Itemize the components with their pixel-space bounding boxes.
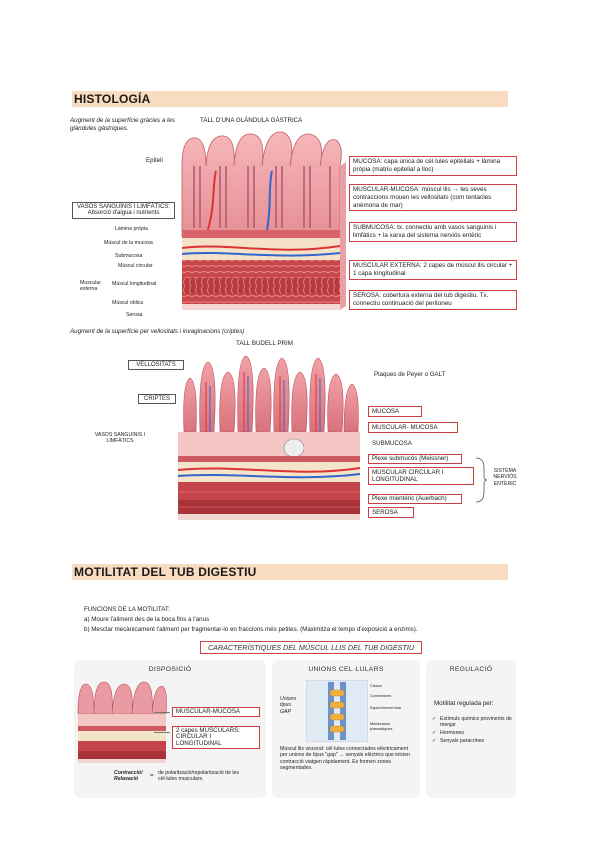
card-unions-title: UNIONS CEL·LULARS [308, 666, 384, 673]
card-disposicio-title: DISPOSICIÓ [148, 666, 192, 673]
label-muscular-mucosa-box: MUSCULAR- MUCOSA [368, 422, 458, 433]
vellositats-box: VELLOSITATS [128, 360, 184, 370]
regulacio-item-1: Estímuls químics provinents de menjar [440, 716, 512, 729]
card-disposicio: DISPOSICIÓ MUSCULAR-MUCOSA 2 capes MUSCU… [74, 660, 266, 798]
sne-brace-icon [475, 457, 488, 503]
layer-muscular-mucosa: MUSCULAR-MUCOSA: múscul llis → les seves… [349, 184, 517, 212]
label-auerbach: Plexe mientèric (Auerbach) [368, 494, 462, 505]
label-muscul-longitudinal: Múscul longitudinal [112, 281, 157, 287]
disposicio-illustration [77, 681, 167, 763]
card-regulacio: REGULACIÓ Motilitat regulada per: ✓ Estí… [426, 660, 516, 798]
label-muscul-oblicu: Múscul oblicu [112, 300, 144, 306]
contraccio-desc: de polarització/repolarització de les cè… [158, 770, 240, 783]
diagram-label-membranes: Membranes plasmàtiques [370, 722, 393, 731]
histologia-bar [72, 91, 508, 107]
contraccio-equals-icon: = [150, 772, 154, 779]
card-regulacio-title: REGULACIÓ [449, 666, 493, 673]
label-muscul-circular: Múscul circular [118, 263, 153, 269]
intestine-title: TALL BUDELL PRIM [236, 340, 293, 347]
criptes-box: CRIPTES [138, 394, 176, 404]
label-muscular-mucosa-card: MUSCULAR-MUCOSA [172, 707, 260, 718]
label-muscul-mucosa: Múscul de la mucosa [104, 240, 153, 246]
label-muscular-circ-box: MUSCULAR CIRCULAR I LONGITUDINAL [368, 467, 474, 485]
pointer-line-2 [154, 732, 170, 733]
pointer-line-1 [154, 712, 170, 713]
layer-mucosa: MUCOSA: capa única de cèl·lules epitelia… [349, 156, 517, 176]
unions-gap-label: Unions tipus GAP [280, 696, 297, 715]
function-a: a) Moure l'aliment des de la boca fins a… [84, 616, 210, 623]
histologia-title: HISTOLOGÍA [74, 92, 151, 106]
diagram-label-connexones: Connexones [370, 694, 392, 698]
check-icon-2: ✓ [432, 730, 437, 736]
gap-junction-illustration [306, 680, 368, 742]
layer-submucosa: SUBMUCOSA: tx. connectiu amb vasos sangu… [349, 222, 517, 242]
label-muscular-externa: Muscular externa [80, 280, 102, 293]
label-serosa-box: SEROSA [368, 507, 414, 518]
regulacio-intro: Motilitat regulada per: [434, 700, 494, 707]
vasos-box: VASOS SANGUÍNIS I LIMFÀTICS: Absorció d'… [72, 202, 175, 219]
check-icon-1: ✓ [432, 716, 437, 722]
card-unions: UNIONS CEL·LULARS Unions tipus GAP Citos… [272, 660, 420, 798]
characteristics-title: CARACTERÍSTIQUES DEL MÚSCUL LLIS DEL TUB… [200, 641, 422, 654]
layer-serosa: SEROSA: cobertura externa del tub digest… [349, 290, 517, 310]
regulacio-item-2: Hormones [440, 730, 464, 736]
label-peyer: Plaques de Peyer o GALT [374, 371, 446, 378]
motilitat-title: MOTILITAT DEL TUB DIGESTIU [74, 565, 257, 579]
label-mucosa-box: MUCOSA [368, 406, 422, 417]
layer-muscular-externa: MUSCULAR EXTERNA: 2 capes de múscul llis… [349, 260, 517, 280]
contraccio-label: Contracció/ Relaxació [114, 770, 143, 783]
check-icon-3: ✓ [432, 738, 437, 744]
regulacio-item-3: Senyals paracrines [440, 738, 485, 744]
epiteli-label: Epiteli [146, 157, 163, 164]
label-serosa-small: Serosa [126, 312, 143, 318]
function-b: b) Mesclar mecànicament l'aliment per fr… [84, 626, 418, 633]
intestine-illustration [177, 355, 361, 520]
label-capes-musculars: 2 capes MUSCULARS: CIRCULAR I LONGITUDIN… [172, 726, 260, 750]
diagram-label-espai: Espai intercel·lular [370, 706, 402, 710]
diagram-label-citosol: Citosol [370, 684, 382, 688]
label-meissner: Plexe submucós (Meissner) [368, 454, 462, 465]
gland-title: TALL D'UNA GLÀNDULA GÀSTRICA [200, 117, 303, 124]
intestine-note: Augment de la superfície per vellositats… [70, 328, 245, 335]
label-submucosa: Submucosa [115, 253, 143, 259]
unions-text: Múscul llis visceral: cèl·lules connecta… [280, 746, 410, 772]
gastric-gland-illustration [181, 131, 346, 310]
functions-title: FUNCIONS DE LA MOTILITAT: [84, 606, 170, 613]
vasos-label: VASOS SANGUINIS I LIMFÀTICS [94, 432, 146, 445]
gland-note: Augment de la superfície gràcies a les g… [70, 117, 175, 132]
label-lamina: Làmina pròpia [115, 226, 148, 232]
motilitat-bar [72, 564, 508, 580]
label-submucosa-int: SUBMUCOSA [372, 440, 412, 447]
label-sne: SISTEMA NERVIÓS ENTÈRIC [493, 468, 517, 487]
